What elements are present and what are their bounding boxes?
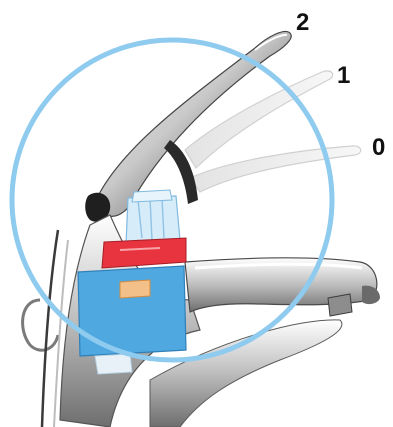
lever-ghost-position-0: [190, 146, 361, 192]
position-label-2: 2: [296, 11, 309, 35]
position-label-1: 1: [337, 64, 350, 88]
lever-position-2: [85, 31, 291, 221]
position-label-0: 0: [372, 136, 385, 160]
